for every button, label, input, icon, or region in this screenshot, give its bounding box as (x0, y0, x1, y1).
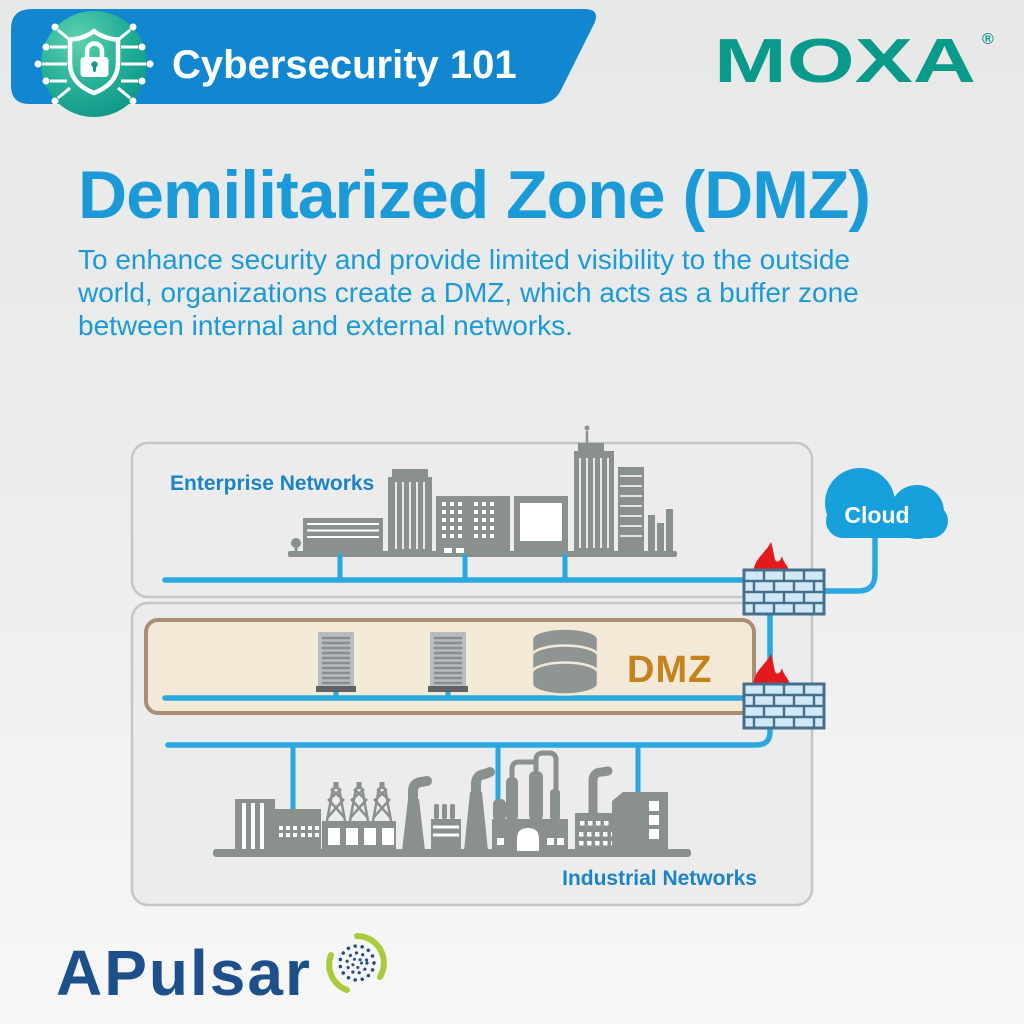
page-description: To enhance security and provide limited … (78, 243, 859, 342)
dmz-diagram: Enterprise Networks (130, 425, 948, 907)
description-line: world, organizations create a DMZ, which… (78, 277, 859, 308)
enterprise-networks-label: Enterprise Networks (170, 472, 374, 495)
header-banner: Cybersecurity 101 MOXA ® (11, 9, 994, 117)
brick-wall (742, 568, 826, 616)
apulsar-logo: APulsar (56, 933, 387, 1009)
cloud-icon: Cloud (825, 468, 948, 539)
server-rack-icon (316, 632, 356, 692)
dmz-label: DMZ (627, 649, 712, 691)
shield-icon (67, 28, 121, 96)
derrick-towers (325, 786, 393, 822)
firewall-flame-icon (742, 654, 826, 730)
moxa-logo-text: MOXA (714, 27, 976, 96)
moxa-logo: MOXA ® (714, 27, 994, 96)
registered-mark: ® (982, 31, 994, 48)
page-title: Demilitarized Zone (DMZ) (78, 157, 871, 233)
cloud-link-line (821, 532, 878, 594)
apulsar-logo-text: APulsar (56, 937, 312, 1009)
circuit-nodes (34, 23, 154, 105)
firewall-flame-icon (742, 542, 826, 616)
lock-icon (80, 41, 109, 77)
banner-title: Cybersecurity 101 (172, 43, 517, 87)
brick-wall (742, 682, 826, 730)
description-line: To enhance security and provide limited … (78, 244, 850, 275)
shield-lock-circuit-icon (34, 11, 154, 117)
enterprise-network-lines (162, 532, 878, 686)
industrial-networks-label: Industrial Networks (562, 867, 757, 890)
description-line: between internal and external networks. (78, 310, 573, 341)
factory-skyline-icon (213, 750, 691, 857)
city-skyline-icon (288, 425, 677, 557)
banner-shape (11, 9, 597, 104)
cloud-label: Cloud (844, 502, 909, 528)
industrial-network-lines (165, 725, 773, 815)
circuit-traces (42, 28, 146, 100)
server-rack-icon (428, 632, 468, 692)
pulsar-swirl-icon (326, 933, 387, 993)
database-icon (530, 627, 600, 696)
